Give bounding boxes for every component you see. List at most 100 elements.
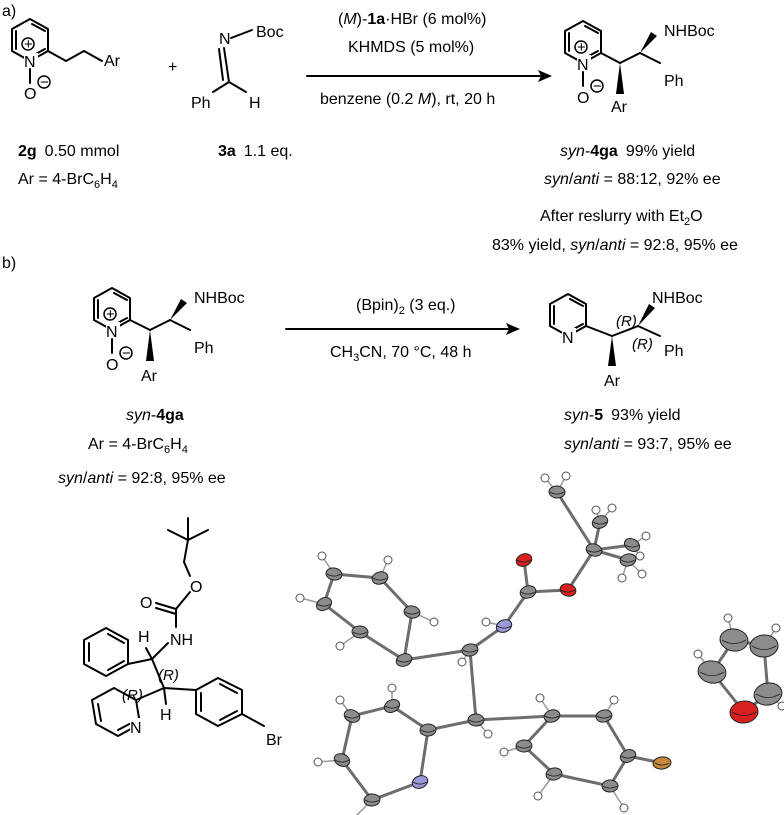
ortep-hydrogen-atom <box>641 531 651 541</box>
conditions-b-solvent: CH3CN, 70 °C, 48 h <box>330 344 471 364</box>
ortep-carbon-atom <box>351 625 369 639</box>
product-a-plus: + <box>577 39 586 56</box>
ortep-hydrogen-atom <box>540 473 550 483</box>
ortep-ellipsoid-octant <box>654 762 670 766</box>
ortep-bond <box>402 648 472 662</box>
ortep-carbon-atom <box>585 543 603 557</box>
ortep-ellipsoid-octant <box>592 521 608 525</box>
ortep-ellipsoid-octant <box>751 645 777 650</box>
product-a-nhboc: NHBoc <box>664 23 715 40</box>
reactant-2g-ar-definition: Ar = 4-BrC6H4 <box>18 171 118 191</box>
ortep-carbon-atom <box>395 653 413 667</box>
reslurry-note: After reslurry with Et2O <box>540 208 703 228</box>
ortep-ellipsoid-octant <box>468 719 484 723</box>
ortep-carbon-atom <box>749 634 779 658</box>
reactant-2g-o: O <box>24 86 36 103</box>
reactant-2g-plus: + <box>24 36 33 53</box>
pyridine-n: N <box>130 720 142 737</box>
ortep-ellipsoid-octant <box>586 549 602 553</box>
ortep-hydrogen-atom <box>429 617 439 627</box>
ortep-oxygen-atom <box>559 583 577 597</box>
h-lower: H <box>160 707 172 724</box>
ortep-nitrogen-atom <box>495 619 513 633</box>
ortep-hydrogen-atom <box>295 593 305 603</box>
product-a-ar: Ar <box>611 99 628 116</box>
h-upper: H <box>138 629 150 646</box>
ortep-hydrogen-atom <box>635 551 645 561</box>
plus-sign: + <box>168 59 177 76</box>
reactant-b-ratio: syn/anti = 92:8, 95% ee <box>58 470 226 487</box>
ortep-ellipsoid-octant <box>412 781 428 785</box>
ortep-ellipsoid-octant <box>496 625 512 629</box>
ortep-carbon-atom <box>697 660 727 684</box>
ortep-hydrogen-atom <box>313 757 323 767</box>
reactant-2g-n: N <box>24 54 36 71</box>
ortep-ellipsoid-octant <box>699 671 725 676</box>
ortep-bond <box>474 714 554 722</box>
ortep-ellipsoid-octant <box>624 544 640 548</box>
ortep-carbon-atom <box>545 767 563 781</box>
ortep-hydrogen-atom <box>609 695 619 705</box>
ortep-hydrogen-atom <box>777 701 784 711</box>
ortep-carbon-atom <box>383 699 401 713</box>
ortep-bond <box>555 490 596 552</box>
conditions-a-catalyst: (M)-1a·HBr (6 mol%) <box>338 11 486 28</box>
ortep-bond <box>370 780 422 802</box>
reactant-3a-structure: N Boc Ph H <box>191 24 284 112</box>
reactant-2g-structure: N + O − Ar <box>11 18 121 103</box>
skeletal-structure-5: O O NH H (R) (R) H N <box>83 517 283 749</box>
ortep-hydrogen-atom <box>383 555 393 565</box>
ortep-ellipsoid-octant <box>546 773 562 777</box>
ortep-ellipsoid-octant <box>544 715 560 719</box>
ortep-carbon-atom <box>753 682 783 706</box>
reactant-b-o: O <box>106 357 118 374</box>
carbamate-o-upper: O <box>190 579 202 596</box>
ortep-hydrogen-atom <box>771 623 781 633</box>
ortep-ellipsoid-octant <box>731 711 757 716</box>
product-b-ar: Ar <box>604 373 621 390</box>
ortep-hydrogen-atom <box>535 693 545 703</box>
product-a-o: O <box>577 90 589 107</box>
ortep-hydrogen-atom <box>335 695 345 705</box>
product-a-n: N <box>577 57 589 74</box>
ortep-hydrogen-atom <box>533 791 543 801</box>
ortep-carbon-atom <box>325 567 343 581</box>
ortep-hydrogen-atom <box>483 729 493 739</box>
ortep-ellipsoid-octant <box>334 759 350 763</box>
stereo-upper: (R) <box>158 667 179 684</box>
carbamate-o-carbonyl: O <box>140 595 152 612</box>
ortep-hydrogen-atom <box>637 569 647 579</box>
ortep-bond <box>378 576 414 614</box>
ortep-ellipsoid-octant <box>352 631 368 635</box>
ortep-hydrogen-atom <box>387 683 397 693</box>
ortep-bond <box>468 648 478 722</box>
conditions-a-base: KHMDS (5 mol%) <box>348 39 474 56</box>
ortep-carbon-atom <box>343 709 361 723</box>
reactant-3a-h: H <box>249 95 261 112</box>
ortep-carbon-atom <box>333 753 351 767</box>
product-a-ph: Ph <box>664 73 684 90</box>
reaction-arrow-b-head <box>506 323 520 335</box>
ortep-bond <box>566 548 596 592</box>
ortep-bond <box>402 610 414 662</box>
ortep-ellipsoid-octant <box>596 715 612 719</box>
section-a-label: a) <box>2 3 16 20</box>
ortep-carbon-atom <box>595 709 613 723</box>
ortep-ellipsoid-octant <box>344 715 360 719</box>
ortep-ellipsoid-octant <box>620 559 636 563</box>
reactant-b-minus: − <box>122 345 131 362</box>
ortep-hydrogen-atom <box>335 641 345 651</box>
ortep-hydrogen-atom <box>617 573 627 583</box>
ortep-carbon-atom <box>619 553 637 567</box>
ortep-bond <box>340 758 374 802</box>
reactant-b-nhboc: NHBoc <box>194 290 245 307</box>
reactant-b-ph: Ph <box>194 340 214 357</box>
ortep-ellipsoid-octant <box>316 603 332 607</box>
ortep-carbon-atom <box>315 596 333 612</box>
product-b-ratio: syn/anti = 93:7, 95% ee <box>564 436 732 453</box>
